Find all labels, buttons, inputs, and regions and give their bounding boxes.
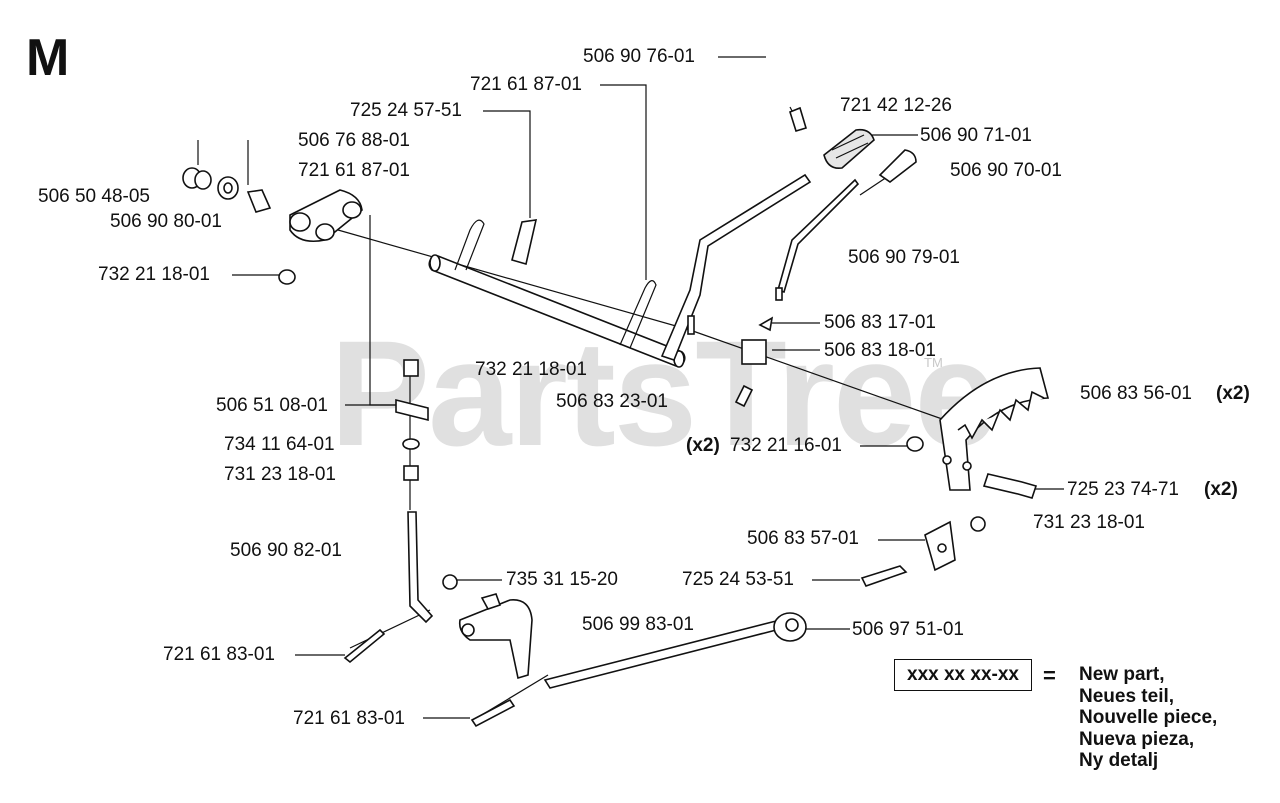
lever-rod [660, 173, 812, 361]
part-label: 732 21 18-01 [98, 264, 210, 285]
part-label: 506 83 56-01 [1080, 383, 1192, 404]
part-label: 731 23 18-01 [1033, 512, 1145, 533]
sector-gear [906, 367, 1050, 499]
part-label: 506 90 82-01 [230, 540, 342, 561]
part-label: 732 21 18-01 [475, 359, 587, 380]
section-letter: M [26, 29, 70, 87]
watermark-trademark: TM [924, 355, 943, 370]
cotter-pins [454, 219, 657, 349]
part-label: 721 42 12-26 [840, 95, 952, 116]
control-rod [775, 149, 917, 301]
part-label: 506 83 17-01 [824, 312, 936, 333]
watermark: PartsTree [330, 309, 998, 477]
part-label: 506 83 23-01 [556, 391, 668, 412]
legend-new-part-box: xxx xx xx-xx [894, 659, 1032, 691]
connecting-rod [470, 612, 807, 728]
part-label: 731 23 18-01 [224, 464, 336, 485]
part-label: 506 76 88-01 [298, 130, 410, 151]
part-label: 506 50 48-05 [38, 186, 150, 207]
leader-lines [197, 56, 1064, 719]
legend-line: Ny detalj [1079, 750, 1159, 771]
part-label: 506 90 76-01 [583, 46, 695, 67]
part-label: 721 61 87-01 [298, 160, 410, 181]
clip [758, 316, 774, 332]
handle-grip [789, 106, 875, 170]
part-label: 506 90 70-01 [950, 160, 1062, 181]
part-label: 506 99 83-01 [582, 614, 694, 635]
part-label: 721 61 83-01 [293, 708, 405, 729]
part-label: 734 11 64-01 [224, 434, 335, 455]
part-label: 721 61 87-01 [470, 74, 582, 95]
part-label: 725 23 74-71 [1067, 479, 1179, 500]
part-label: 725 24 57-51 [350, 100, 462, 121]
clamp-block [741, 339, 767, 365]
quantity-label: (x2) [1216, 383, 1250, 404]
part-label: 506 90 79-01 [848, 247, 960, 268]
legend-text: New part, Neues teil, Nouvelle piece, Nu… [1079, 664, 1217, 772]
adjuster-block [860, 516, 986, 587]
small-screw [734, 384, 754, 408]
legend-line: Nouvelle piece, [1079, 707, 1218, 728]
part-label: 506 83 18-01 [824, 340, 936, 361]
legend-equals: = [1043, 663, 1056, 688]
legend-line: Nueva pieza, [1079, 728, 1195, 750]
part-label: 735 31 15-20 [506, 569, 618, 590]
part-label: 721 61 83-01 [163, 644, 275, 665]
legend-line: Neues teil, [1079, 685, 1175, 707]
part-label: 732 21 16-01 [730, 435, 842, 456]
part-label: 506 83 57-01 [747, 528, 859, 549]
quantity-label: (x2) [1204, 479, 1238, 500]
part-label: 725 24 53-51 [682, 569, 794, 590]
legend-line: New part, [1079, 664, 1165, 685]
part-label: 506 97 51-01 [852, 619, 964, 640]
part-label: 506 90 80-01 [110, 211, 222, 232]
part-label: 506 51 08-01 [216, 395, 328, 416]
vertical-link [395, 359, 434, 624]
main-shaft [428, 254, 686, 368]
lower-arm [343, 574, 533, 680]
quantity-label: (x2) [686, 435, 720, 456]
clevis-bracket [289, 189, 363, 243]
bushing-set [182, 167, 296, 285]
part-label: 506 90 71-01 [920, 125, 1032, 146]
